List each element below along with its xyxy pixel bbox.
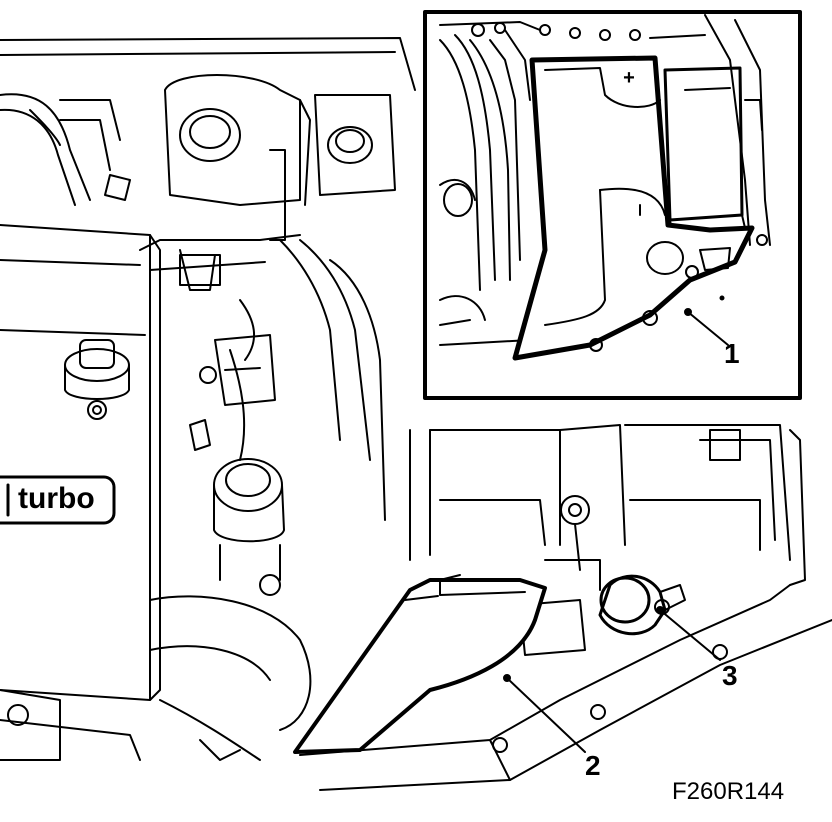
bolt-cap-3 <box>598 574 686 636</box>
valve-cover <box>0 224 161 701</box>
coolant-expansion-tank <box>164 74 311 241</box>
turbo-badge-text: turbo <box>18 482 95 515</box>
upper-hoses <box>0 93 301 271</box>
battery-cover-2 <box>293 578 547 754</box>
callout-1: 1 <box>724 338 740 369</box>
engine-bay-background <box>0 37 832 791</box>
figure-code: F260R144 <box>672 778 785 805</box>
center-reservoir <box>213 458 285 596</box>
terminal-plus-label: + <box>623 67 635 89</box>
leader-lines <box>503 606 721 753</box>
callout-3: 3 <box>722 660 738 691</box>
brake-fluid-reservoir <box>314 94 396 196</box>
callout-2: 2 <box>585 750 601 781</box>
inset-detail-panel: + <box>423 10 802 400</box>
center-plumbing <box>179 239 386 521</box>
